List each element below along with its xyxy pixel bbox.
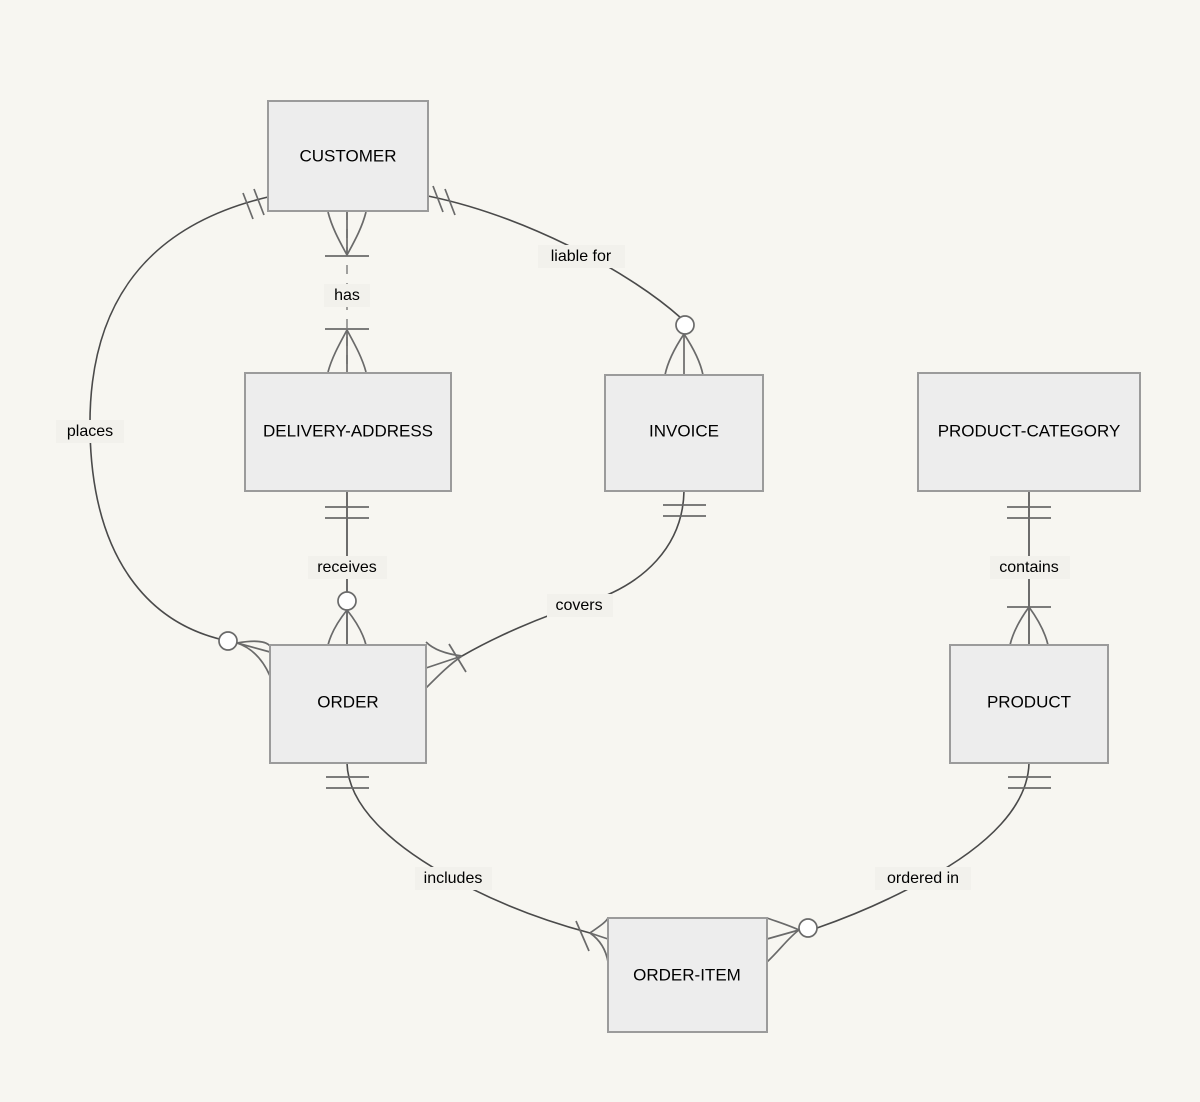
entity-box bbox=[607, 917, 768, 1033]
entity-box bbox=[269, 644, 427, 764]
relationship-has[interactable] bbox=[325, 211, 369, 373]
entity-label: INVOICE bbox=[649, 421, 719, 440]
svg-text:includes: includes bbox=[424, 870, 483, 887]
entity-label: PRODUCT-CATEGORY bbox=[938, 421, 1121, 440]
svg-text:receives: receives bbox=[317, 559, 377, 576]
svg-text:ordered in: ordered in bbox=[887, 870, 959, 887]
cardinality-one-or-more bbox=[425, 641, 467, 689]
cardinality-one-or-more bbox=[575, 917, 609, 963]
entity-box bbox=[949, 644, 1109, 764]
entity-label: ORDER bbox=[317, 692, 378, 711]
svg-text:places: places bbox=[67, 423, 113, 440]
relationship-label-covers: covers bbox=[547, 594, 613, 617]
entity-box bbox=[267, 100, 429, 212]
cardinality-one-and-only-one bbox=[325, 506, 369, 519]
cardinality-zero-circle bbox=[675, 315, 695, 335]
svg-text:has: has bbox=[334, 287, 360, 304]
entity-box bbox=[917, 372, 1141, 492]
entity-box bbox=[244, 372, 452, 492]
cardinality-zero-circle bbox=[218, 631, 238, 651]
entity-order-item[interactable]: ORDER-ITEM bbox=[607, 917, 768, 1033]
cardinality-one-and-only-one bbox=[663, 504, 706, 517]
cardinality-one-or-more-bottom bbox=[325, 328, 369, 373]
cardinality-one-and-only-one bbox=[326, 776, 369, 789]
relationship-covers[interactable] bbox=[425, 490, 706, 689]
svg-text:contains: contains bbox=[999, 559, 1059, 576]
entity-order[interactable]: ORDER bbox=[269, 644, 427, 764]
relationship-ordered-in[interactable] bbox=[766, 762, 1051, 963]
entity-invoice[interactable]: INVOICE bbox=[604, 374, 764, 492]
cardinality-one-and-only-one bbox=[1007, 506, 1051, 519]
relationship-label-receives: receives bbox=[308, 556, 387, 579]
cardinality-one-and-only-one bbox=[1008, 776, 1051, 789]
cardinality-one-and-only-one bbox=[432, 185, 456, 216]
entity-label: ORDER-ITEM bbox=[633, 965, 741, 984]
relationship-includes[interactable] bbox=[326, 762, 609, 963]
entity-label: CUSTOMER bbox=[300, 146, 397, 165]
cardinality-crows-foot bbox=[664, 333, 704, 376]
entity-customer[interactable]: CUSTOMER bbox=[267, 100, 429, 212]
cardinality-one-or-more bbox=[1007, 606, 1051, 646]
cardinality-one-and-only-one bbox=[242, 188, 265, 220]
cardinality-zero-circle bbox=[337, 591, 357, 611]
cardinality-zero-circle bbox=[798, 918, 818, 938]
relationship-label-liable-for: liable for bbox=[538, 245, 625, 268]
relationship-line-ordered-in bbox=[816, 762, 1030, 929]
svg-text:covers: covers bbox=[555, 597, 602, 614]
relationship-line-includes bbox=[346, 762, 591, 934]
relationship-line-covers bbox=[461, 490, 685, 657]
relationship-label-has: has bbox=[324, 284, 370, 307]
cardinality-crows-foot bbox=[327, 609, 367, 646]
entity-product-category[interactable]: PRODUCT-CATEGORY bbox=[917, 372, 1141, 492]
entity-box bbox=[604, 374, 764, 492]
relationship-label-ordered-in: ordered in bbox=[875, 867, 971, 890]
svg-text:liable for: liable for bbox=[551, 248, 612, 265]
cardinality-one-or-more-top bbox=[325, 211, 369, 257]
relationship-line-places bbox=[89, 196, 269, 642]
entity-label: DELIVERY-ADDRESS bbox=[263, 421, 433, 440]
entity-label: PRODUCT bbox=[987, 692, 1071, 711]
relationship-label-contains: contains bbox=[990, 556, 1070, 579]
relationship-label-includes: includes bbox=[415, 867, 492, 890]
relationship-label-places: places bbox=[56, 420, 124, 443]
entity-delivery-address[interactable]: DELIVERY-ADDRESS bbox=[244, 372, 452, 492]
entity-product[interactable]: PRODUCT bbox=[949, 644, 1109, 764]
cardinality-crows-foot bbox=[766, 917, 800, 963]
cardinality-crows-foot bbox=[236, 640, 271, 677]
relationship-liable-for[interactable] bbox=[427, 185, 704, 376]
